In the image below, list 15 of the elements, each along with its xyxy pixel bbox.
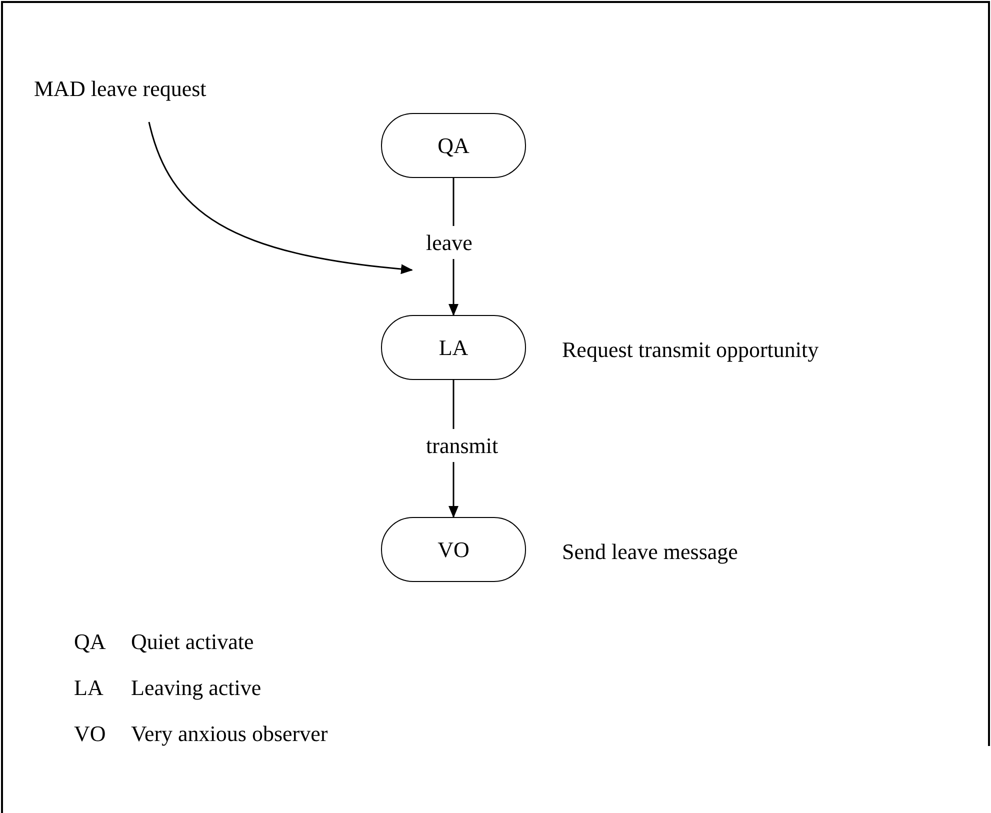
abbreviation: VO xyxy=(74,720,107,748)
action-note: Send leave message xyxy=(562,538,738,566)
state-name: QA xyxy=(438,132,470,160)
arrow xyxy=(148,122,413,274)
abbreviation-meaning: Very anxious observer xyxy=(131,720,328,748)
state-name: LA xyxy=(438,334,468,362)
state-name: VO xyxy=(438,536,470,564)
abbreviation-meaning: Leaving active xyxy=(131,674,262,702)
abbreviation: LA xyxy=(74,674,104,702)
input-label: MAD leave request xyxy=(34,76,206,101)
action-note: Request transmit opportunity xyxy=(562,336,819,364)
abbreviation: QA xyxy=(74,628,107,656)
edge-label: leave xyxy=(426,226,472,259)
edge-label: transmit xyxy=(426,429,498,462)
abbreviation-meaning: Quiet activate xyxy=(131,628,254,656)
